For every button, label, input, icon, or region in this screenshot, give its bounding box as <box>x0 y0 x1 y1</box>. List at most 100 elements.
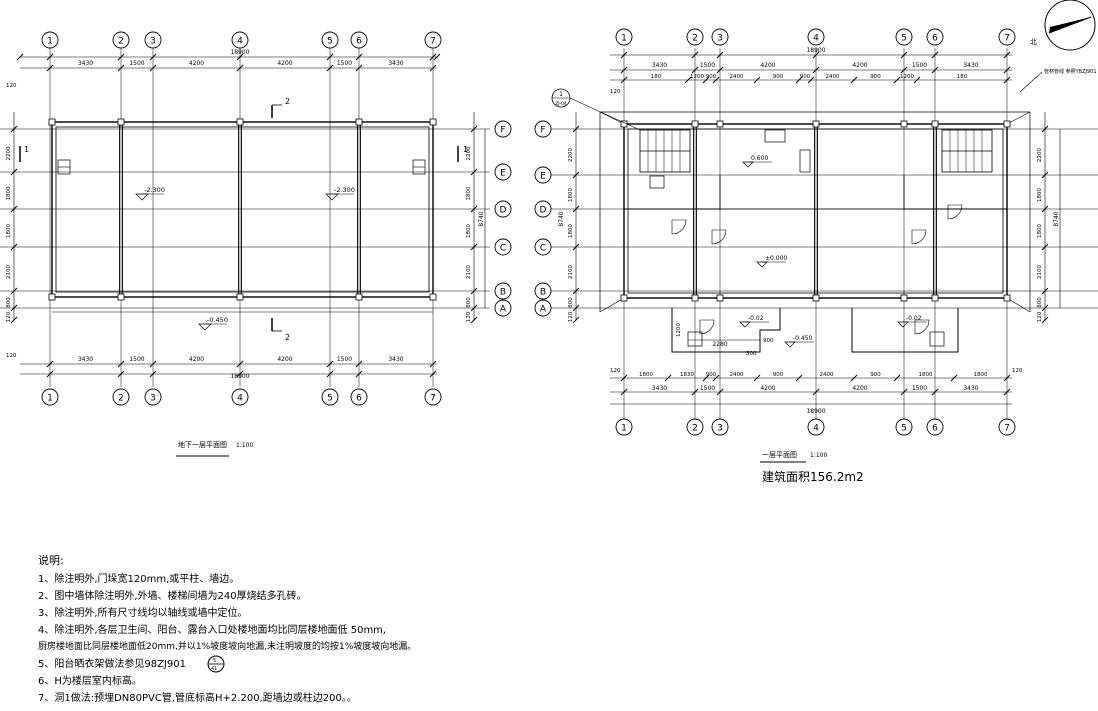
dim-tick <box>850 76 858 84</box>
axis-bubble-bottom: 1 <box>621 424 627 434</box>
dim-tick <box>1003 66 1011 74</box>
level-label: -0.450 <box>207 316 228 324</box>
hip-line <box>1006 297 1031 313</box>
axis-bubble-top-circle <box>926 28 944 46</box>
axis-bubble-top: 7 <box>1004 34 1010 44</box>
top-sub-dimension: 900 <box>706 74 717 80</box>
axis-bubble-bottom: 2 <box>118 394 124 404</box>
dim-tick <box>850 374 858 382</box>
dim-tick <box>326 64 334 72</box>
dim-tick <box>572 316 580 324</box>
dim-tick <box>620 388 628 396</box>
column <box>931 120 939 128</box>
dim-tick <box>807 76 815 84</box>
top-sub-dimension: 1200 <box>690 74 704 80</box>
level-marker-icon <box>897 321 909 328</box>
dim-tick <box>572 171 580 179</box>
dim-tick <box>1041 304 1049 312</box>
basement-plan-scale: 1:100 <box>236 442 253 449</box>
bottom-sub-dimension: 1800 <box>974 372 988 378</box>
level-marker-icon <box>198 323 212 331</box>
axis-bubble-top: 2 <box>118 37 124 47</box>
dim-tick <box>236 53 244 61</box>
column <box>1003 120 1011 128</box>
top-sub-dimension: 900 <box>870 74 881 80</box>
dim-tick <box>46 53 54 61</box>
leader-line <box>1019 71 1043 93</box>
top-dimension: 1500 <box>129 60 144 67</box>
section-label: 2 <box>285 97 290 106</box>
axis-bubble-top-circle <box>321 31 339 49</box>
note-item: 1、除注明外,门垛宽120mm,或平柱、墙边。 <box>38 574 240 585</box>
wall-dimension: 120 <box>1012 368 1023 374</box>
right-dimension: 800 <box>1037 297 1043 308</box>
axis-bubble-left-circle <box>534 120 552 138</box>
right-dimension: 1800 <box>466 186 472 200</box>
dim-tick <box>950 374 958 382</box>
axis-bubble-bottom-circle <box>144 388 162 406</box>
axis-bubble-bottom: 7 <box>1004 424 1010 434</box>
dim-tick <box>1003 388 1011 396</box>
porch-dimension: 300 <box>746 351 757 357</box>
dim-tick <box>326 360 334 368</box>
dim-tick <box>46 64 54 72</box>
left-dimension: 1800 <box>6 224 12 238</box>
dim-tick <box>712 76 720 84</box>
dim-tick <box>684 76 692 84</box>
dim-tick <box>470 316 478 324</box>
bottom-dimension: 3430 <box>388 356 403 363</box>
axis-bubble-top-circle <box>686 28 704 46</box>
dim-tick <box>429 53 437 61</box>
dim-tick <box>716 66 724 74</box>
wall-dimension: 120 <box>6 353 17 359</box>
dim-tick <box>795 374 803 382</box>
dim-tick <box>16 53 24 61</box>
column <box>1003 294 1011 302</box>
dim-tick <box>572 287 580 295</box>
dim-tick <box>691 388 699 396</box>
dim-tick <box>470 287 478 295</box>
axis-bubble-bottom-circle <box>231 388 249 406</box>
dim-tick <box>913 76 921 84</box>
axis-bubble-top: 2 <box>692 34 698 44</box>
right-dimension: 2100 <box>466 265 472 279</box>
right-dimension: 120 <box>466 311 472 322</box>
hip-line <box>599 297 625 313</box>
axis-bubble-bottom-circle <box>686 418 704 436</box>
bottom-dimension: 4200 <box>852 385 867 392</box>
dim-tick <box>470 125 478 133</box>
axis-bubble-top-circle <box>350 31 368 49</box>
axis-bubble-bottom-circle <box>350 388 368 406</box>
left-dimension: 2200 <box>6 146 12 160</box>
dim-tick <box>1041 171 1049 179</box>
dim-tick <box>149 360 157 368</box>
column <box>236 118 244 126</box>
axis-bubble-bottom-circle <box>424 388 442 406</box>
bottom-sub-dimension: 1800 <box>919 372 933 378</box>
top-dimension: 1500 <box>337 60 352 67</box>
axis-bubble-right-circle <box>494 299 512 317</box>
bottom-dimension: 3430 <box>963 385 978 392</box>
dim-tick <box>753 76 761 84</box>
left-dimension: 2100 <box>6 265 12 279</box>
dim-tick <box>812 388 820 396</box>
dim-tick <box>753 374 761 382</box>
bottom-sub-dimension: 900 <box>773 372 784 378</box>
dim-tick <box>702 76 710 84</box>
axis-bubble-left-circle <box>534 299 552 317</box>
north-arrow-icon: 北 <box>1030 0 1096 51</box>
top-dimension: 3430 <box>388 60 403 67</box>
note-item: 3、除注明外,所有尺寸线均以轴线或墙中定位。 <box>38 608 248 619</box>
dim-tick <box>236 64 244 72</box>
dim-tick <box>326 370 334 378</box>
bottom-sub-dimension: 2400 <box>730 372 744 378</box>
axis-bubble-right: D <box>500 206 507 216</box>
axis-bubble-bottom-circle <box>807 418 825 436</box>
dim-tick <box>149 64 157 72</box>
axis-bubble-top: 4 <box>813 34 819 44</box>
axis-bubble-bottom: 5 <box>327 394 333 404</box>
axis-bubble-top-circle <box>998 28 1016 46</box>
top-sub-dimension: 900 <box>800 74 811 80</box>
dim-tick <box>702 374 710 382</box>
